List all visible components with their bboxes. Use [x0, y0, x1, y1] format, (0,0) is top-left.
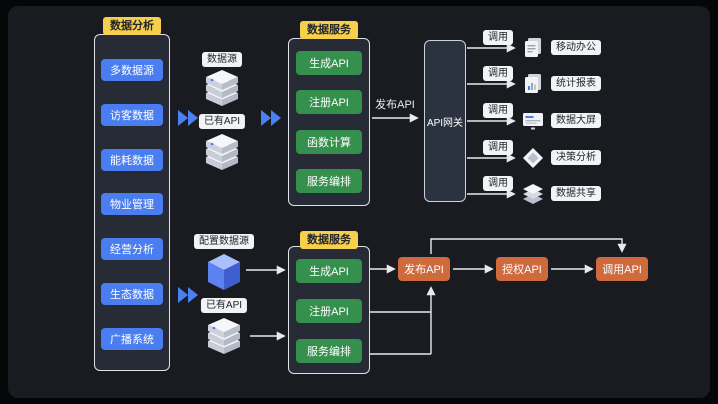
config-datasource-badge: 配置数据源 — [194, 234, 254, 249]
existing-api-badge: 已有API — [200, 298, 248, 313]
api-gateway-node: API网关 — [424, 40, 466, 202]
service-item: 服务编排 — [296, 168, 362, 193]
server-stack-icon — [200, 68, 244, 113]
service-item: 生成API — [296, 51, 362, 75]
analysis-item: 访客数据 — [101, 103, 163, 126]
consumer-label: 数据大屏 — [551, 113, 601, 128]
publish-api-node: 发布API — [398, 257, 450, 281]
consumer-label: 数据共享 — [551, 186, 601, 201]
server-stack-icon — [202, 316, 246, 361]
report-icon — [521, 72, 545, 101]
dashboard-screen-icon — [521, 109, 545, 138]
service-item: 生成API — [296, 259, 362, 283]
service-item: 注册API — [296, 299, 362, 323]
datasource-badge: 数据源 — [202, 52, 242, 67]
database-cube-icon — [206, 252, 242, 297]
analysis-item: 能耗数据 — [101, 148, 163, 171]
data-share-layers-icon — [521, 182, 545, 211]
call-label-badge: 调用 — [483, 103, 513, 118]
consumer-label: 决策分析 — [551, 150, 601, 165]
decision-analysis-icon — [521, 146, 545, 175]
server-stack-icon — [200, 132, 244, 177]
call-api-node: 调用API — [596, 257, 648, 281]
analysis-item: 生态数据 — [101, 283, 163, 306]
flow-chevron-icon — [175, 284, 201, 311]
analysis-item: 多数据源 — [101, 59, 163, 81]
authorize-api-node: 授权API — [496, 257, 548, 281]
data-service-panel-top-title: 数据服务 — [300, 21, 358, 39]
flow-chevron-icon — [175, 107, 201, 134]
service-item: 注册API — [296, 90, 362, 115]
data-service-panel-bottom: 生成API 注册API 服务编排 — [288, 246, 370, 374]
data-service-panel-top: 生成API 注册API 函数计算 服务编排 — [288, 38, 370, 206]
analysis-item: 经营分析 — [101, 238, 163, 261]
call-label-badge: 调用 — [483, 176, 513, 191]
flow-chevron-icon — [258, 107, 284, 134]
service-item: 服务编排 — [296, 339, 362, 363]
data-analysis-panel-title: 数据分析 — [103, 17, 161, 35]
call-label-badge: 调用 — [483, 140, 513, 155]
data-analysis-panel: 多数据源 访客数据 能耗数据 物业管理 经营分析 生态数据 广播系统 — [94, 34, 170, 371]
data-service-panel-bottom-title: 数据服务 — [300, 231, 358, 249]
analysis-item: 广播系统 — [101, 327, 163, 350]
mobile-office-icon — [521, 36, 545, 65]
call-label-badge: 调用 — [483, 66, 513, 81]
consumer-label: 统计报表 — [551, 76, 601, 91]
publish-api-label: 发布API — [375, 99, 415, 111]
consumer-label: 移动办公 — [551, 40, 601, 55]
existing-api-badge: 已有API — [198, 114, 246, 129]
analysis-item: 物业管理 — [101, 193, 163, 216]
call-label-badge: 调用 — [483, 30, 513, 45]
service-item: 函数计算 — [296, 129, 362, 154]
